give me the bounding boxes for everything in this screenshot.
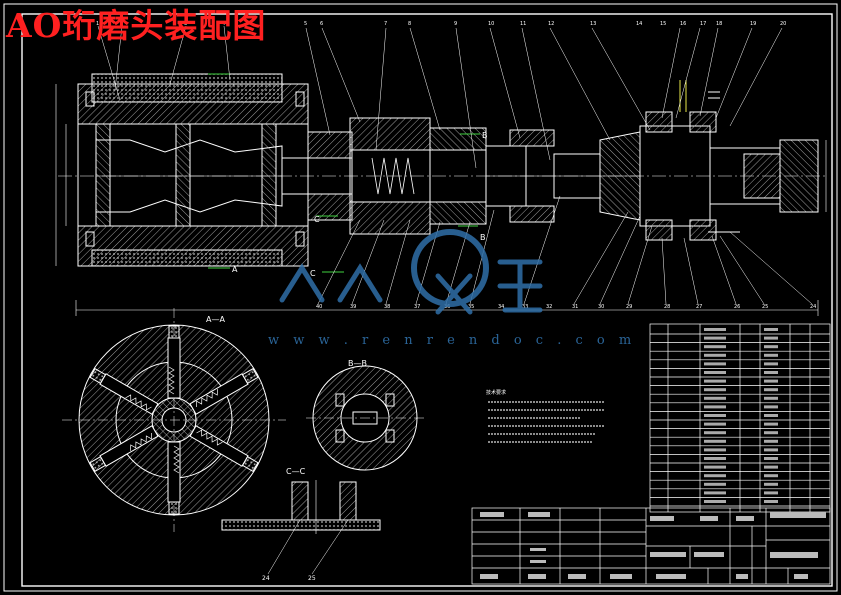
part-number-38: 38 [384, 304, 390, 310]
part-number-35: 35 [468, 304, 474, 310]
detail-number-25: 25 [308, 575, 316, 582]
part-number-32: 32 [546, 304, 552, 310]
part-number-29: 29 [626, 304, 632, 310]
section-mark-b-top: B [482, 131, 488, 140]
inner-border [21, 13, 833, 587]
part-number-24: 24 [810, 304, 816, 310]
part-number-4: 4 [222, 21, 225, 27]
part-number-6: 6 [320, 21, 323, 27]
leader-lines [97, 25, 813, 305]
part-number-7: 7 [384, 21, 387, 27]
watermark-url: w w w . r e n r e n d o c . c o m [268, 333, 637, 348]
part-numbers-bottom: 40 39 38 37 36 35 34 33 32 31 30 29 28 27 26 25 24 [316, 304, 816, 310]
title-block [471, 507, 831, 585]
part-number-8: 8 [408, 21, 411, 27]
drawing-title: AO珩磨头装配图 [6, 6, 267, 45]
part-number-13: 13 [590, 21, 596, 27]
detail-number-24: 24 [262, 575, 270, 582]
part-number-30: 30 [598, 304, 604, 310]
part-number-15: 15 [660, 21, 666, 27]
part-number-36: 36 [444, 304, 450, 310]
part-number-34: 34 [498, 304, 504, 310]
part-number-31: 31 [572, 304, 578, 310]
section-b-b-view: B—B [306, 359, 424, 471]
part-number-37: 37 [414, 304, 420, 310]
title-block-text [480, 512, 826, 579]
section-c-c-view: C—C 24 25 [221, 467, 381, 582]
part-number-11: 11 [520, 21, 526, 27]
part-number-19: 19 [750, 21, 756, 27]
part-number-39: 39 [350, 304, 356, 310]
part-number-9: 9 [454, 21, 457, 27]
section-a-a-label: A—A [206, 315, 225, 324]
section-mark-c-bottom: C [310, 269, 316, 278]
part-number-14: 14 [636, 21, 642, 27]
part-number-20: 20 [780, 21, 786, 27]
part-number-18: 18 [716, 21, 722, 27]
part-number-26: 26 [734, 304, 740, 310]
technical-requirements: 技术要求 [486, 389, 604, 443]
part-number-16: 16 [680, 21, 686, 27]
section-a-a-view: A—A [62, 308, 286, 532]
part-number-2: 2 [120, 21, 123, 27]
section-mark-c-top: C [314, 215, 320, 224]
part-number-3: 3 [184, 21, 187, 27]
outer-border [3, 3, 838, 592]
part-number-1: 1 [96, 21, 99, 27]
section-c-c-label: C—C [286, 467, 306, 476]
part-number-5: 5 [304, 21, 307, 27]
section-b-b-label: B—B [348, 359, 367, 368]
part-number-27: 27 [696, 304, 702, 310]
part-number-28: 28 [664, 304, 670, 310]
part-number-40: 40 [316, 304, 322, 310]
section-mark-b-bottom: B [480, 233, 486, 242]
part-number-12: 12 [548, 21, 554, 27]
watermark-logo [279, 229, 543, 315]
section-mark-a: A [232, 265, 238, 274]
tech-req-title: 技术要求 [486, 389, 506, 396]
part-number-33: 33 [522, 304, 528, 310]
part-number-10: 10 [488, 21, 494, 27]
part-number-17: 17 [700, 21, 706, 27]
main-assembly-view [55, 73, 827, 316]
part-number-25: 25 [762, 304, 768, 310]
parts-list-table [649, 323, 831, 513]
